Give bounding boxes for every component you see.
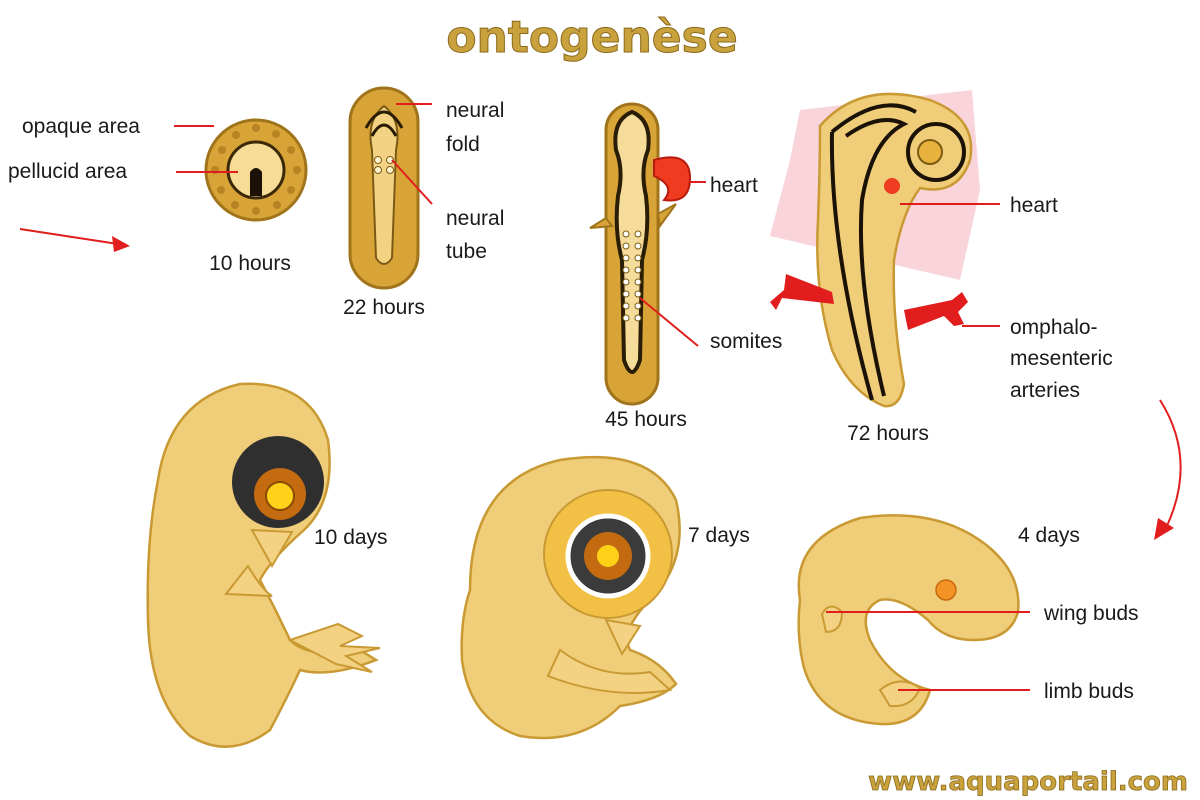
heart-45h (653, 156, 692, 202)
stage-7-days-caption: 7 days (688, 524, 750, 547)
stage-10-days (146, 382, 381, 748)
embryo-4-days (797, 514, 1020, 726)
opaque-area-label: opaque area (22, 115, 140, 138)
stage-7-days (460, 455, 681, 740)
neural-tube-label-2: tube (446, 240, 487, 263)
pupil-7-days (597, 545, 619, 567)
neural-fold-label-2: fold (446, 133, 480, 156)
arteries-label-2: mesenteric (1010, 347, 1113, 370)
neural-tube-leader (391, 159, 433, 205)
diagram-title: ontogenèse (446, 12, 737, 63)
neural-plate-22h (369, 104, 399, 265)
stage-4-days-caption: 4 days (1018, 524, 1080, 547)
limb-bud (878, 680, 922, 708)
pellucid-area-label: pellucid area (8, 160, 127, 183)
stage-45-hours-caption: 45 hours (605, 408, 687, 431)
neural-tube-72h (829, 103, 917, 401)
stage-45-hours (589, 102, 692, 406)
neural-tube-label-1: neural (446, 207, 504, 230)
sequence-arrow-line (19, 228, 119, 245)
heart-45h-label: heart (710, 174, 758, 197)
stage-10-hours (204, 118, 308, 222)
pupil-10-days (265, 481, 295, 511)
heart-72h (884, 178, 900, 194)
wing-10-days (224, 564, 273, 597)
neural-fold-arcs (364, 110, 404, 137)
neural-fold-label-1: neural (446, 99, 504, 122)
somites-leader (639, 297, 699, 347)
primitive-streak (250, 168, 262, 196)
stage-10-days-caption: 10 days (314, 526, 388, 549)
arteries-label-1: omphalo- (1010, 316, 1098, 339)
stage-72-hours-caption: 72 hours (847, 422, 929, 445)
arteries-label-3: arteries (1010, 379, 1080, 402)
sequence-arrow-head (112, 236, 130, 252)
somites-label: somites (710, 330, 782, 353)
beak-10-days (250, 528, 294, 569)
eye-4-days (935, 579, 957, 601)
eye-72h (917, 139, 943, 165)
stage-72-hours (770, 90, 980, 408)
somites-45h (622, 230, 642, 322)
stage-4-days (797, 514, 1020, 726)
beak-7-days (604, 618, 642, 657)
wing-buds-label: wing buds (1043, 602, 1139, 625)
limb-buds-label: limb buds (1044, 680, 1134, 703)
limb-7-days (546, 648, 673, 694)
site-watermark: www.aquaportail.com (868, 767, 1188, 797)
sequence-curved-arrow (1159, 399, 1182, 529)
stage-22-hours (348, 86, 420, 290)
heart-72h-label: heart (1010, 194, 1058, 217)
stage-10-hours-caption: 10 hours (209, 252, 291, 275)
sequence-curved-arrow-head (1154, 518, 1174, 540)
stage-22-hours-caption: 22 hours (343, 296, 425, 319)
leg-10-days (287, 622, 381, 673)
omphalomesenteric-arteries (770, 274, 968, 330)
embryo-10-days (146, 382, 379, 748)
